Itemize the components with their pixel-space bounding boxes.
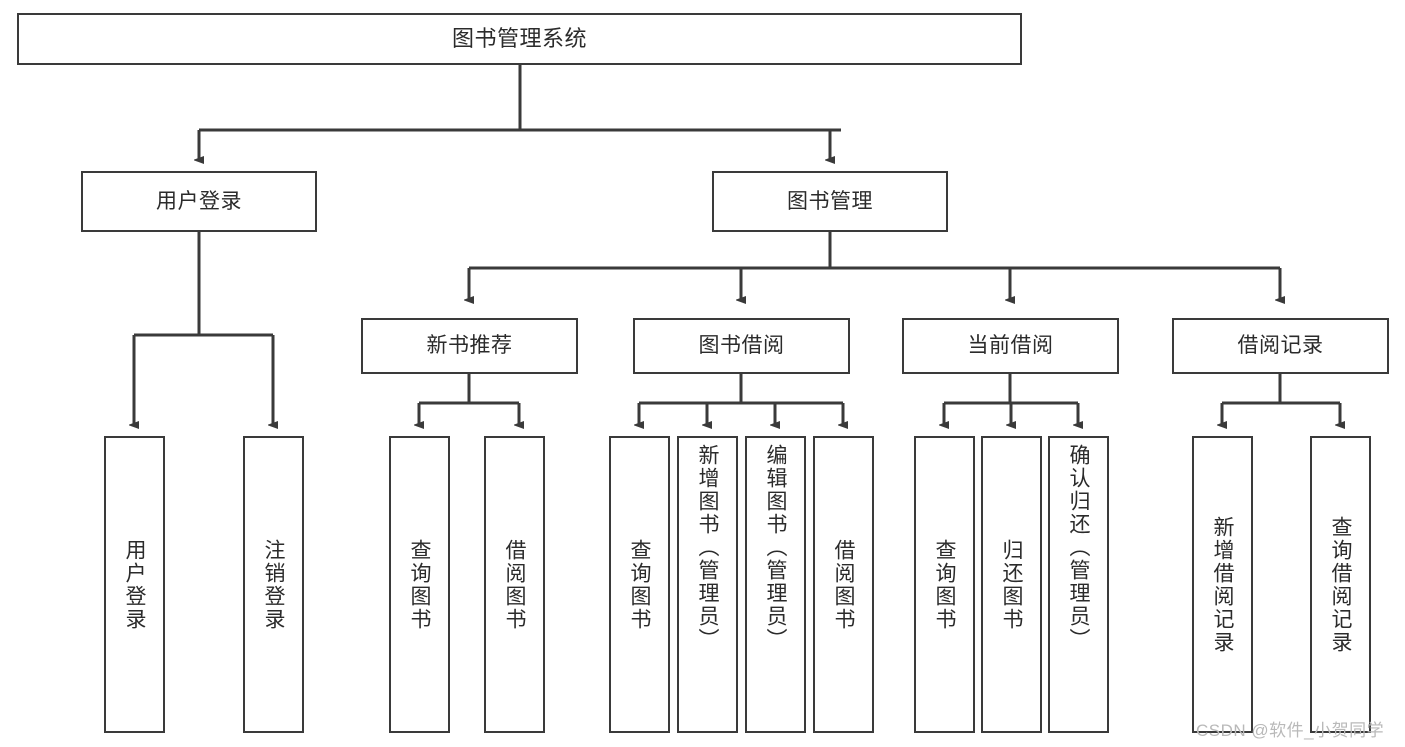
node-book-borrow[interactable]: 图书借阅 [633,318,850,374]
node-label: 图书管理 [787,189,873,213]
node-label: 查询借阅记录 [1329,515,1352,654]
node-leaf-edit-book[interactable]: 编辑图书（管理员） [745,436,806,733]
node-label: 注销登录 [262,538,285,631]
node-label: 图书管理系统 [451,25,587,51]
node-label: 确认归还（管理员） [1067,444,1090,651]
node-leaf-add-book[interactable]: 新增图书（管理员） [677,436,738,733]
node-label: 查询图书 [408,538,431,631]
node-leaf-return-book[interactable]: 归还图书 [981,436,1042,733]
node-leaf-confirm-return[interactable]: 确认归还（管理员） [1048,436,1109,733]
node-leaf-query-borrow-record[interactable]: 查询借阅记录 [1310,436,1371,733]
node-label: 借阅图书 [832,538,855,631]
node-leaf-query-book-borrow[interactable]: 查询图书 [609,436,670,733]
node-leaf-query-book-recommend[interactable]: 查询图书 [389,436,450,733]
node-label: 用户登录 [123,538,146,631]
node-label: 借阅记录 [1237,334,1324,358]
node-label: 新书推荐 [426,334,513,358]
node-leaf-query-book-current[interactable]: 查询图书 [914,436,975,733]
node-leaf-user-login[interactable]: 用户登录 [104,436,165,733]
node-current-borrow[interactable]: 当前借阅 [902,318,1119,374]
node-leaf-borrow-book-recommend[interactable]: 借阅图书 [484,436,545,733]
node-root-book-management-system[interactable]: 图书管理系统 [17,13,1022,65]
node-label: 借阅图书 [503,538,526,631]
csdn-watermark: CSDN @软件_小贺同学 [1196,721,1385,740]
node-label: 查询图书 [628,538,651,631]
node-label: 查询图书 [933,538,956,631]
node-leaf-borrow-book[interactable]: 借阅图书 [813,436,874,733]
node-label: 新增图书（管理员） [696,444,719,651]
node-label: 用户登录 [156,189,242,213]
node-borrow-record[interactable]: 借阅记录 [1172,318,1389,374]
node-user-login[interactable]: 用户登录 [81,171,317,232]
node-label: 编辑图书（管理员） [764,444,787,651]
node-new-book-recommend[interactable]: 新书推荐 [361,318,578,374]
node-leaf-add-borrow-record[interactable]: 新增借阅记录 [1192,436,1253,733]
node-label: 图书借阅 [698,334,785,358]
node-label: 新增借阅记录 [1211,515,1234,654]
node-label: 归还图书 [1000,538,1023,631]
node-label: 当前借阅 [967,334,1054,358]
node-leaf-logout[interactable]: 注销登录 [243,436,304,733]
node-book-management[interactable]: 图书管理 [712,171,948,232]
